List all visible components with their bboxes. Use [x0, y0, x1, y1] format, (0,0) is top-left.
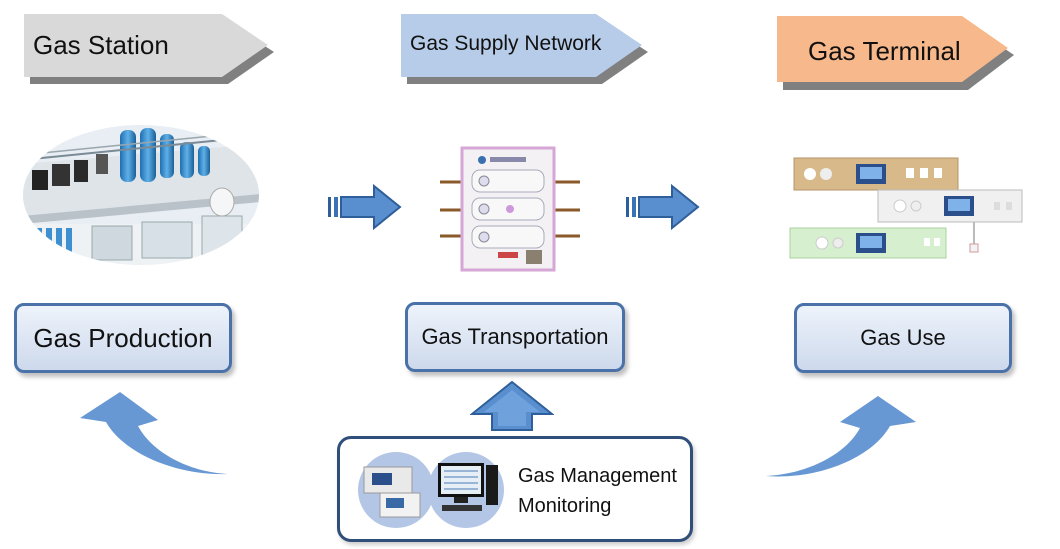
curved-arrow-up-right-icon: [766, 396, 916, 477]
banner-network-shape: [401, 14, 642, 77]
stage-use-box: Gas Use: [794, 303, 1012, 373]
stage-use-label: Gas Use: [860, 325, 946, 350]
banner-station-shape: [24, 14, 268, 77]
flow-arrow-right-icon: [328, 184, 402, 230]
banner-terminal-shape: [777, 16, 1008, 82]
stage-production-box: Gas Production: [14, 303, 232, 373]
stage-transportation-box: Gas Transportation: [405, 302, 625, 372]
curved-arrow-up-left-icon: [80, 392, 228, 475]
banner-station-label: Gas Station: [33, 30, 169, 60]
monitoring-label-line1: Gas Management: [518, 465, 677, 487]
gas-plant-illustration: [23, 125, 259, 265]
arrow-up-icon: [470, 380, 554, 431]
gas-terminal-units-illustration: [789, 157, 1023, 259]
monitoring-label: Gas Management Monitoring: [518, 461, 677, 521]
banner-network-label: Gas Supply Network: [410, 32, 602, 55]
banner-terminal-label: Gas Terminal: [808, 36, 961, 66]
monitoring-computers-illustration: [358, 452, 504, 528]
flow-arrow-right-icon: [626, 184, 700, 230]
stage-production-label: Gas Production: [33, 322, 213, 353]
monitoring-box: Gas Management Monitoring: [337, 436, 693, 542]
gas-distribution-panel-illustration: [440, 146, 580, 272]
stage-transportation-label: Gas Transportation: [421, 324, 609, 349]
banner-shapes: [24, 14, 1014, 90]
monitoring-label-line2: Monitoring: [518, 495, 612, 517]
